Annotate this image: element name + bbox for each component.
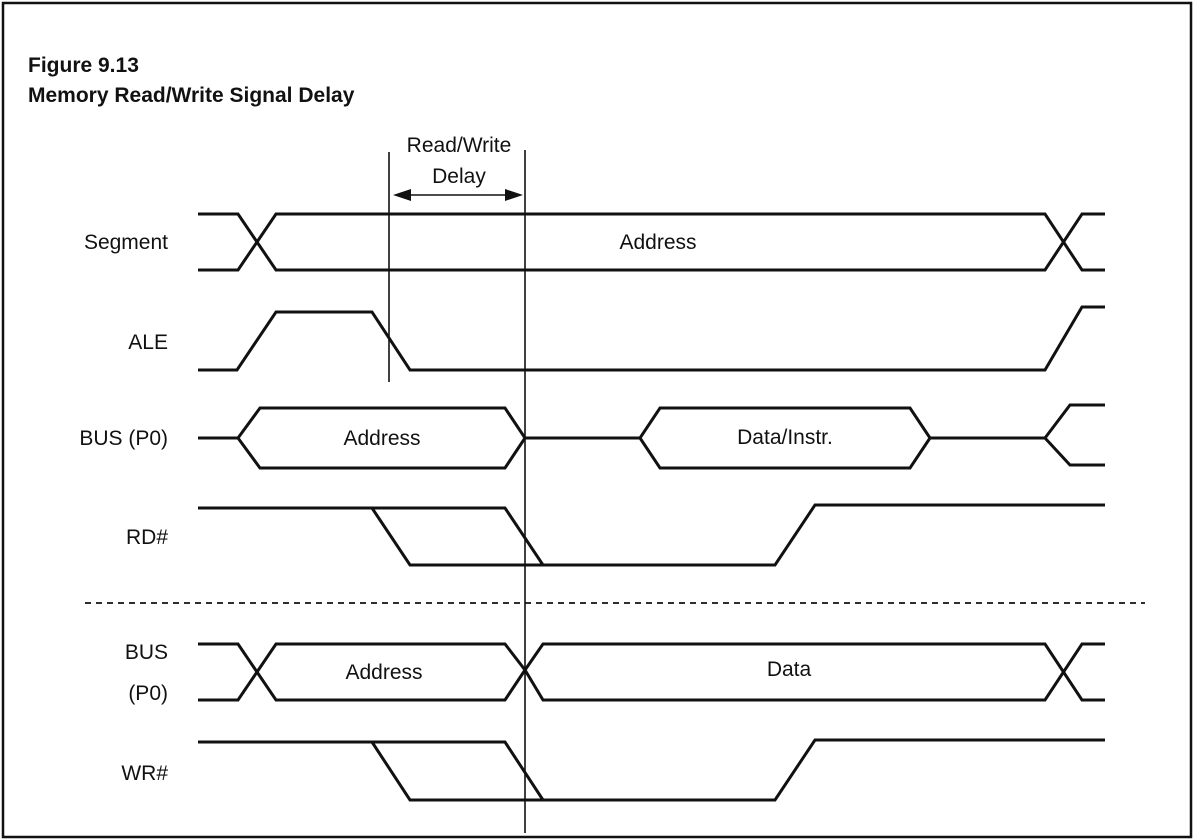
figure-number: Figure 9.13 — [28, 54, 139, 77]
segment-signal-label: Segment — [84, 231, 168, 254]
bus-write-data-label: Data — [767, 658, 812, 681]
segment-waveform — [198, 212, 1105, 272]
bus-read-address-label: Address — [343, 427, 420, 450]
bus-read-waveform — [198, 403, 1105, 470]
bus-write-signal-label-line1: BUS — [125, 641, 168, 664]
wr-waveform — [198, 738, 1105, 802]
segment-address-label: Address — [619, 231, 696, 254]
bus-read-signal-label: BUS (P0) — [79, 427, 168, 450]
ale-signal-label: ALE — [128, 331, 168, 354]
wr-signal-label: WR# — [121, 762, 168, 785]
bus-write-waveform — [198, 642, 1105, 702]
figure-title: Memory Read/Write Signal Delay — [28, 84, 355, 107]
bus-write-address-label: Address — [345, 661, 422, 684]
rd-waveform — [198, 503, 1105, 567]
delay-arrow — [393, 189, 523, 201]
rd-signal-label: RD# — [126, 526, 168, 549]
delay-annotation-line2: Delay — [432, 165, 486, 188]
bus-read-data-label: Data/Instr. — [737, 426, 833, 449]
bus-write-signal-label-line2: (P0) — [128, 682, 168, 705]
delay-annotation-line1: Read/Write — [407, 134, 512, 157]
ale-waveform — [198, 305, 1105, 372]
